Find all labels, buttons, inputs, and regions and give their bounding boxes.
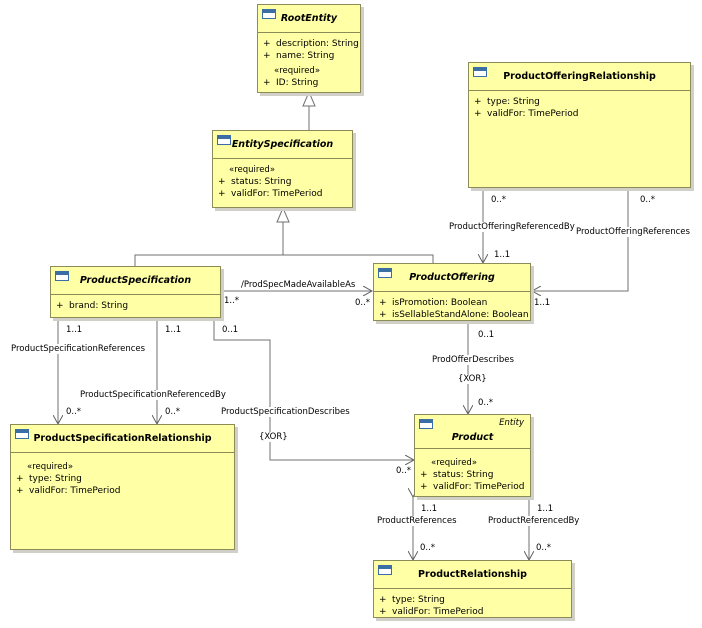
attribute-row: +status: String <box>218 177 292 187</box>
multiplicity: 0..* <box>536 543 552 553</box>
class-icon <box>378 268 392 278</box>
assoc-label: ProductOfferingReferences <box>575 227 691 237</box>
class-product-specification-relationship[interactable]: ProductSpecificationRelationship «requir… <box>10 424 235 550</box>
generalization-arrowhead <box>302 90 316 107</box>
assoc-label: ProductSpecificationDescribes <box>220 407 351 417</box>
class-header: ProductOffering <box>374 264 530 292</box>
multiplicity: 1..1 <box>494 250 511 260</box>
stereotype-label: «required» <box>27 462 74 472</box>
class-header: ProductOfferingRelationship <box>469 63 690 91</box>
multiplicity: 0..* <box>66 407 82 417</box>
class-icon <box>55 271 69 281</box>
multiplicity: 1..1 <box>421 504 438 514</box>
class-product-offering[interactable]: ProductOffering +isPromotion: Boolean +i… <box>373 263 531 321</box>
assoc-label: ProductReferences <box>376 516 458 526</box>
attribute-row: +isSellableStandAlone: Boolean <box>379 310 529 320</box>
multiplicity: 0..* <box>491 195 507 205</box>
multiplicity: 0..1 <box>222 325 239 335</box>
multiplicity: 0..* <box>396 466 412 476</box>
class-header: Entity Product <box>415 415 530 449</box>
class-root-entity[interactable]: RootEntity +description: String +name: S… <box>257 4 361 93</box>
assoc-label: /ProdSpecMadeAvailableAs <box>240 280 357 290</box>
class-entity-specification[interactable]: EntitySpecification «required» +status: … <box>212 130 353 208</box>
attribute-row: +validFor: TimePeriod <box>379 607 484 617</box>
attribute-row: +brand: String <box>56 301 129 311</box>
multiplicity: 0..* <box>355 298 371 308</box>
attribute-row: +validFor: TimePeriod <box>474 109 579 119</box>
class-product[interactable]: Entity Product «required» +status: Strin… <box>414 414 531 497</box>
attribute-row: +type: String <box>474 97 540 107</box>
attribute-row: +ID: String <box>263 78 319 88</box>
class-product-relationship[interactable]: ProductRelationship +type: String +valid… <box>373 560 572 618</box>
class-header: EntitySpecification <box>213 131 352 159</box>
attribute-row: +validFor: TimePeriod <box>420 482 525 492</box>
attribute-row: +status: String <box>420 470 494 480</box>
class-name: ProductSpecificationRelationship <box>33 433 212 444</box>
class-header: ProductRelationship <box>374 561 571 589</box>
generalization-arrowhead <box>276 206 290 223</box>
multiplicity: 1..1 <box>534 298 551 308</box>
stereotype-label: «required» <box>229 165 276 175</box>
generalization-tree <box>134 254 434 266</box>
multiplicity: 1..1 <box>165 325 182 335</box>
multiplicity: 0..* <box>165 407 181 417</box>
class-name: ProductOffering <box>409 272 495 283</box>
attribute-row: +validFor: TimePeriod <box>16 486 121 496</box>
stereotype-label: «required» <box>431 458 478 468</box>
multiplicity: 0..* <box>478 398 494 408</box>
stereotype-label: «required» <box>274 66 321 76</box>
xor-constraint: {XOR} <box>258 432 289 442</box>
class-product-specification[interactable]: ProductSpecification +brand: String <box>50 266 221 318</box>
class-header: RootEntity <box>258 5 360 33</box>
multiplicity: 0..* <box>640 195 656 205</box>
assoc-offering-references <box>532 188 628 291</box>
attribute-row: +description: String <box>263 39 359 49</box>
attribute-row: +type: String <box>379 595 445 605</box>
class-name: EntitySpecification <box>231 139 334 150</box>
multiplicity: 1..1 <box>537 504 554 514</box>
attribute-row: +isPromotion: Boolean <box>379 298 488 308</box>
class-name: ProductSpecification <box>79 275 192 286</box>
multiplicity: 0..1 <box>478 330 495 340</box>
assoc-label: ProductSpecificationReferences <box>10 344 147 354</box>
class-name: ProductRelationship <box>418 569 527 580</box>
assoc-label: ProductReferencedBy <box>487 516 581 526</box>
class-icon <box>378 565 392 575</box>
attribute-row: +type: String <box>16 474 82 484</box>
class-product-offering-relationship[interactable]: ProductOfferingRelationship +type: Strin… <box>468 62 691 188</box>
xor-constraint: {XOR} <box>457 374 488 384</box>
multiplicity: 0..* <box>420 543 436 553</box>
class-header: ProductSpecification <box>51 267 220 295</box>
attribute-row: +validFor: TimePeriod <box>218 189 323 199</box>
assoc-label: ProdOfferDescribes <box>431 355 515 365</box>
class-icon <box>262 9 276 19</box>
multiplicity: 1..1 <box>66 325 83 335</box>
assoc-label: ProductSpecificationReferencedBy <box>79 390 227 400</box>
class-name: ProductOfferingRelationship <box>503 71 656 82</box>
multiplicity: 1..* <box>224 296 240 306</box>
assoc-label: ProductOfferingReferencedBy <box>448 222 576 232</box>
class-icon <box>473 67 487 77</box>
class-name: RootEntity <box>280 13 338 24</box>
class-icon <box>217 135 231 145</box>
class-name: Product <box>451 432 494 443</box>
class-icon <box>419 419 433 429</box>
assoc-spec-describes <box>214 318 414 460</box>
attribute-row: +name: String <box>263 51 335 61</box>
class-icon <box>15 429 29 439</box>
class-stereotype: Entity <box>499 418 524 428</box>
class-header: ProductSpecificationRelationship <box>11 425 234 453</box>
